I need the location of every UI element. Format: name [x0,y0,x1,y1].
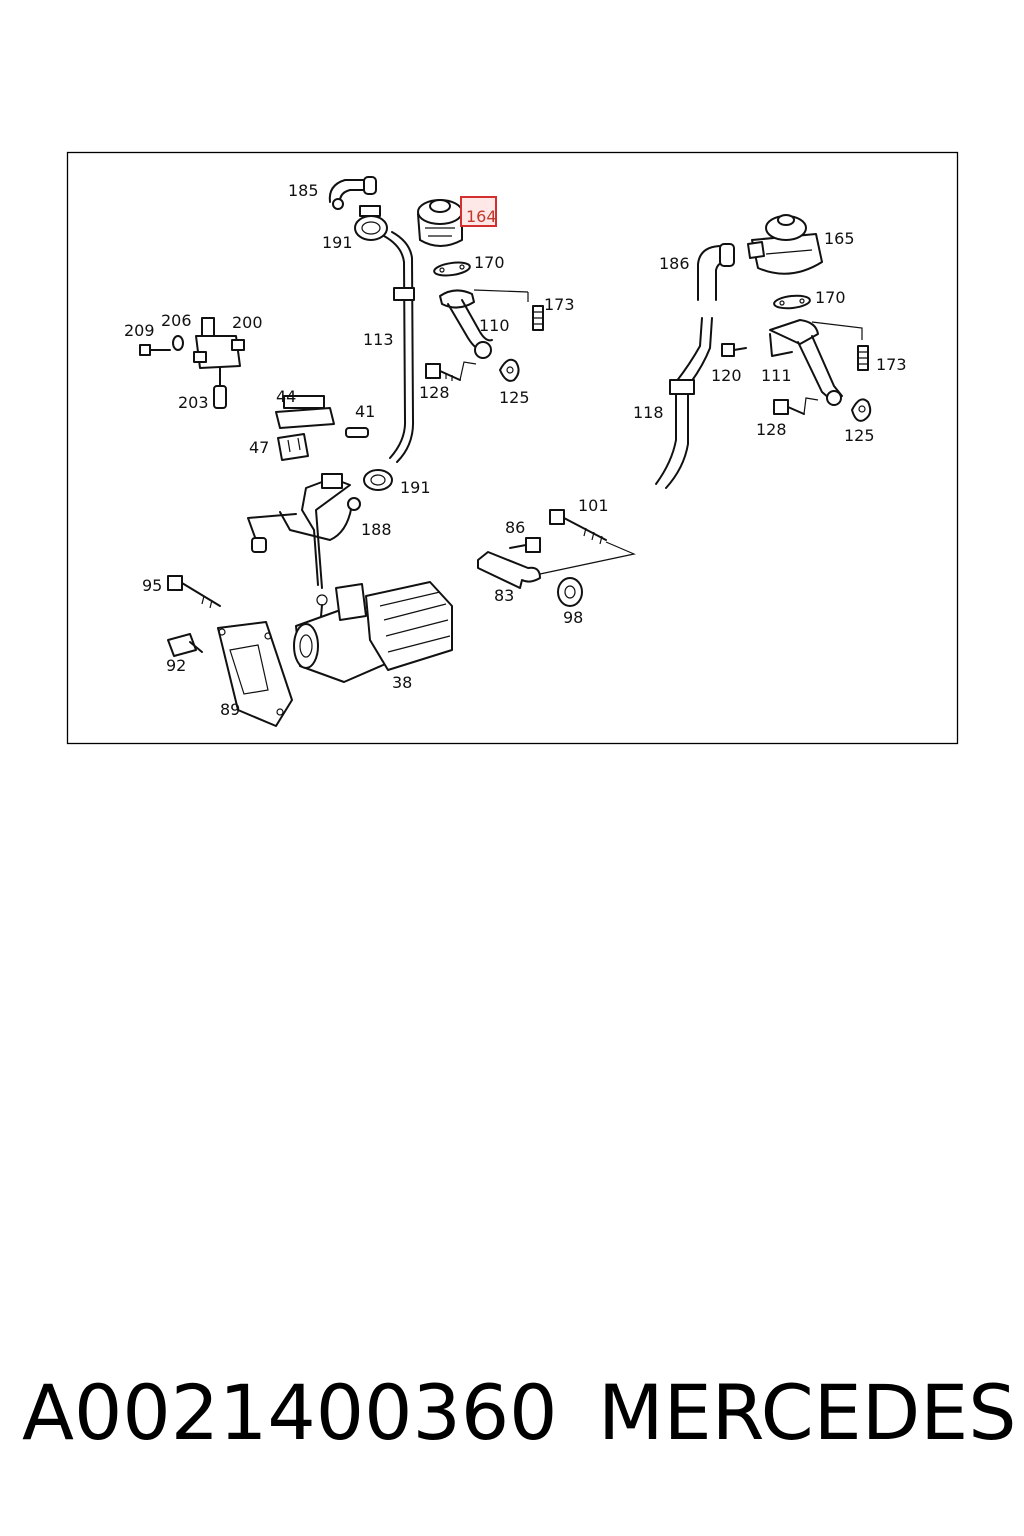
part-188-sensor-hose [247,473,361,629]
diagram-frame [66,151,959,745]
part-173-stud-right [857,345,869,371]
part-110-pipe [439,289,529,359]
label-191-top: 191 [322,233,353,252]
label-44: 44 [276,387,296,406]
part-113-pipe [383,231,415,463]
part-86-bolt [509,537,541,553]
part-191-clamp-top [354,205,388,241]
label-128-left: 128 [419,383,450,402]
part-83-bracket [477,551,541,589]
part-111-pipe-bracket [769,319,863,406]
label-41: 41 [355,402,375,421]
label-203: 203 [178,393,209,412]
label-86: 86 [505,518,525,537]
label-110: 110 [479,316,510,335]
label-165: 165 [824,229,855,248]
label-120: 120 [711,366,742,385]
part-118-pipe [655,317,713,489]
label-111: 111 [761,366,792,385]
label-89: 89 [220,700,240,719]
label-47: 47 [249,438,269,457]
callout-labels: 185 164 191 170 173 110 113 209 206 200 … [124,181,907,719]
part-98-bushing [557,577,583,607]
label-113: 113 [363,330,394,349]
part-185-hose [328,176,377,210]
label-98: 98 [563,608,583,627]
part-95-bolt [167,575,221,609]
label-125-left: 125 [499,388,530,407]
part-number: A0021400360 [22,1368,558,1457]
part-92-clip [167,633,203,657]
label-188: 188 [361,520,392,539]
label-83: 83 [494,586,514,605]
part-125-gasket-left [499,358,520,382]
caption: A0021400360 MERCEDES [0,1368,1024,1468]
label-186: 186 [659,254,690,273]
brand-name: MERCEDES [598,1368,1017,1457]
label-206: 206 [161,311,192,330]
part-44-47-connector [275,395,335,461]
label-173-right: 173 [876,355,907,374]
part-164-valve [417,199,463,247]
label-95: 95 [142,576,162,595]
label-170: 170 [474,253,505,272]
parts-diagram: 185 164 191 170 173 110 113 209 206 200 … [66,151,959,745]
part-41-pin [345,427,369,438]
part-128-bolt-right [773,397,819,415]
highlight-box-164 [460,196,497,227]
label-164: 164 [466,207,497,226]
part-170-gasket [433,261,471,277]
part-38-air-pump [293,581,453,683]
part-120-bolt [721,343,747,357]
label-125-right: 125 [844,426,875,445]
part-128-bolt-left [425,361,477,381]
label-191-bottom: 191 [400,478,431,497]
part-170-gasket-right [773,294,811,310]
part-209-206-200-203-valve [139,317,245,409]
label-200: 200 [232,313,263,332]
label-185: 185 [288,181,319,200]
part-173-stud [532,305,544,331]
part-101-bolt [539,509,636,575]
part-186-hose [697,243,735,301]
label-101: 101 [578,496,609,515]
label-170-right: 170 [815,288,846,307]
label-128-right: 128 [756,420,787,439]
label-118: 118 [633,403,664,422]
label-209: 209 [124,321,155,340]
part-89-gasket [217,621,293,727]
label-92: 92 [166,656,186,675]
part-125-gasket-right [851,398,872,422]
part-191-clamp-bottom [363,469,393,491]
part-165-valve [747,214,823,275]
label-38: 38 [392,673,412,692]
label-173: 173 [544,295,575,314]
